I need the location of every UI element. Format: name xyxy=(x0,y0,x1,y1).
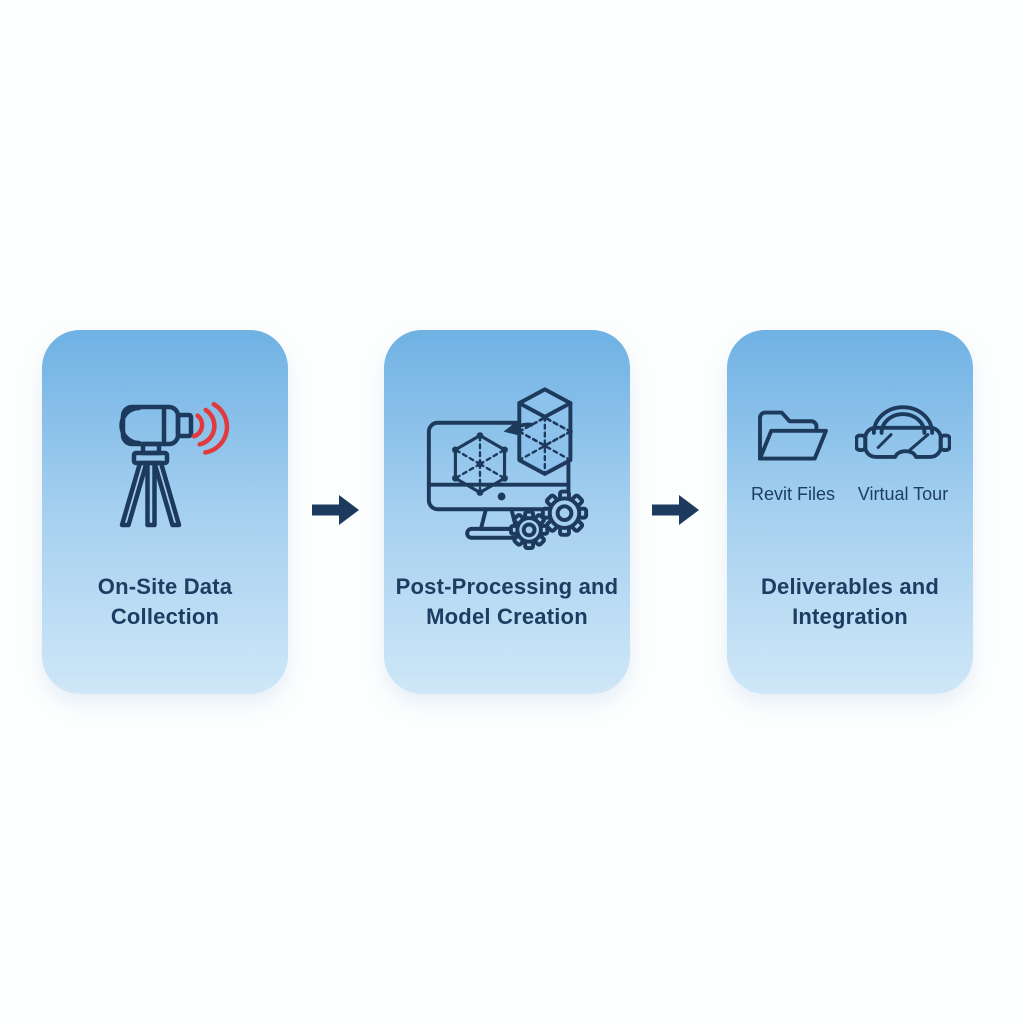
deliverable-virtual-tour: Virtual Tour xyxy=(855,402,951,505)
step-title-post-processing: Post-Processing and Model Creation xyxy=(392,572,622,632)
step-card-onsite-data-collection: On-Site Data Collection xyxy=(42,330,288,694)
title-line: Integration xyxy=(792,604,908,629)
laser-scanner-tripod-icon xyxy=(119,401,230,527)
title-line: Model Creation xyxy=(426,604,588,629)
monitor-icon xyxy=(426,420,571,511)
3d-prism-model-icon xyxy=(516,386,573,476)
vr-headset-icon xyxy=(855,405,951,459)
flow-arrow-2 xyxy=(652,495,699,525)
title-line: On-Site Data xyxy=(97,574,233,599)
computer-3d-model-gears-icon xyxy=(384,378,630,553)
title-line: Deliverables and xyxy=(760,574,940,599)
deliverable-label: Revit Files xyxy=(750,484,835,504)
laser-scanner-tripod-icon xyxy=(42,378,288,553)
title-line: Collection xyxy=(110,604,220,629)
deliverable-label: Virtual Tour xyxy=(857,484,949,504)
convert-arrow-icon xyxy=(503,420,534,436)
step-card-deliverables: Revit Files Virtual Tour Deliverab xyxy=(727,330,973,694)
scan-signal-waves xyxy=(191,401,230,455)
point-cloud-cube-icon xyxy=(452,431,508,496)
deliverable-revit-files: Revit Files xyxy=(749,403,837,505)
folder-icon xyxy=(758,410,828,461)
deliverables-row: Revit Files Virtual Tour xyxy=(727,402,973,505)
step-title-deliverables: Deliverables and Integration xyxy=(735,572,965,632)
processing-gears-icon xyxy=(508,489,589,550)
flow-arrow-1 xyxy=(312,495,359,525)
step-title-onsite: On-Site Data Collection xyxy=(50,572,280,632)
title-line: Post-Processing and xyxy=(395,574,619,599)
computer-3d-model-gears-icon xyxy=(426,386,589,550)
step-card-post-processing: Post-Processing and Model Creation xyxy=(384,330,630,694)
